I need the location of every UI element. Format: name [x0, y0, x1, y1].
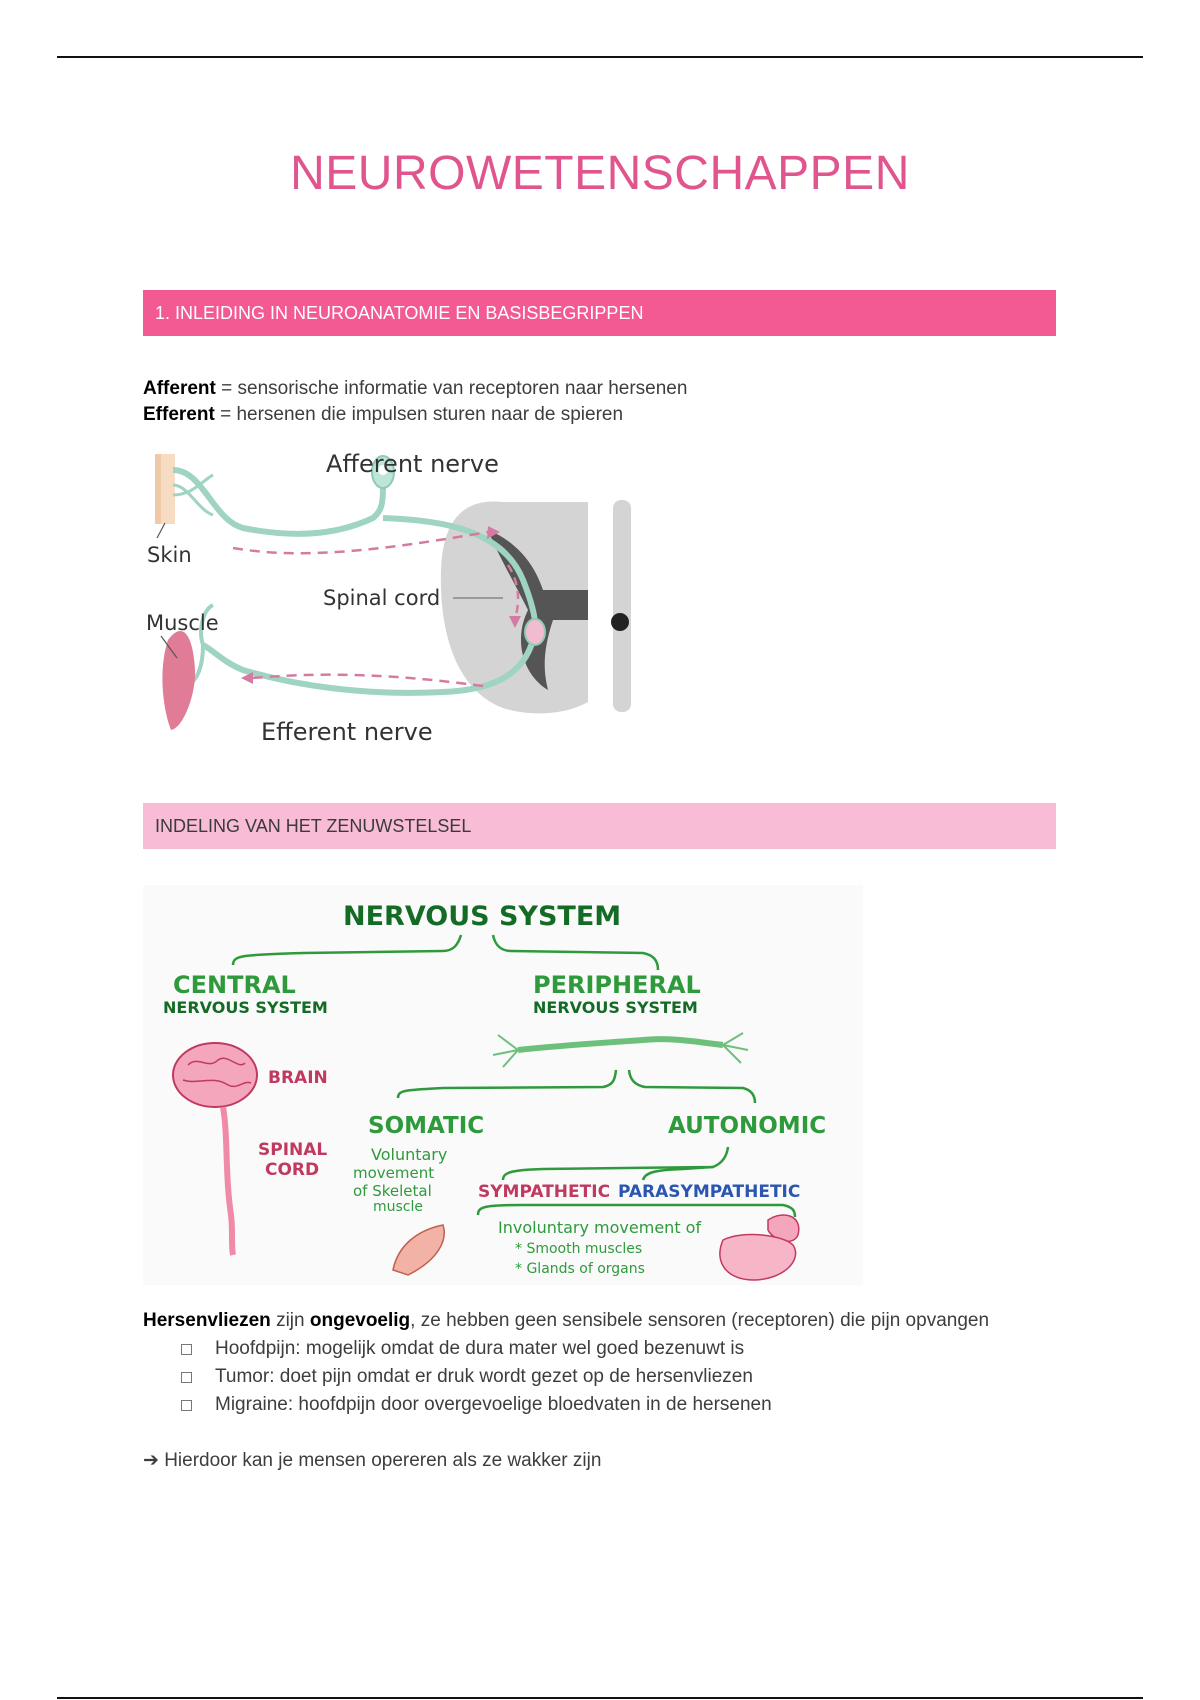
efferent-definition: Efferent = hersenen die impulsen sturen … [143, 404, 623, 426]
afferent-nerve-label: Afferent nerve [326, 450, 499, 478]
peripheral-sub-label: NERVOUS SYSTEM [533, 998, 698, 1017]
p1-rest: , ze hebben geen sensibele sensoren (rec… [410, 1310, 990, 1331]
section-heading-1-text: 1. INLEIDING IN NEUROANATOMIE EN BASISBE… [155, 302, 644, 323]
glands-label: * Glands of organs [515, 1261, 645, 1277]
involuntary-label: Involuntary movement of [498, 1218, 701, 1237]
afferent-term: Afferent [143, 378, 216, 399]
grey-matter [488, 530, 588, 690]
afferent-definition: Afferent = sensorische informatie van re… [143, 378, 687, 400]
motor-neuron [524, 618, 546, 646]
sympathetic-label: SYMPATHETIC [478, 1182, 610, 1202]
skeletal-muscle-illustration [392, 1224, 445, 1276]
page-title: NEUROWETENSCHAPPEN [290, 147, 910, 200]
spinal-cord-label: Spinal cord [323, 586, 440, 610]
central-label: CENTRAL [173, 971, 296, 999]
bullet-box-1 [181, 1344, 192, 1355]
bullet-box-2 [181, 1372, 192, 1383]
afferent-fiber [172, 467, 386, 537]
reflex-arc-diagram: Afferent nerve Skin Spinal cord Muscle E… [146, 450, 631, 746]
efferent-arrow [252, 673, 484, 688]
muscle-shape [162, 631, 196, 730]
top-rule [57, 56, 1143, 58]
top-brace [231, 934, 660, 971]
parasympathetic-label: PARASYMPATHETIC [618, 1182, 800, 1202]
voluntary-label-2: movement [353, 1164, 434, 1182]
intestines-illustration [719, 1233, 797, 1281]
term-ongevoelig: ongevoelig [309, 1310, 411, 1331]
stomach-illustration [767, 1214, 800, 1243]
bullet-3: Migraine: hoofdpijn door overgevoelige b… [215, 1394, 772, 1415]
efferent-text: = hersenen die impulsen sturen naar de s… [214, 404, 624, 425]
voluntary-label-3: of Skeletal [353, 1182, 432, 1200]
p1-mid: zijn [270, 1310, 310, 1331]
afferent-text: = sensorische informatie van receptoren … [215, 378, 688, 399]
term-hersenvliezen: Hersenvliezen [143, 1310, 271, 1331]
voluntary-label-4: muscle [373, 1199, 423, 1215]
section-heading-1: 1. INLEIDING IN NEUROANATOMIE EN BASISBE… [143, 290, 1056, 336]
mid-brace [396, 1069, 757, 1104]
brain-illustration [172, 1042, 258, 1108]
central-sub-label: NERVOUS SYSTEM [163, 998, 328, 1017]
nervous-system-label: NERVOUS SYSTEM [343, 901, 621, 932]
conclusion-line: ➔ Hierdoor kan je mensen opereren als ze… [143, 1449, 601, 1472]
spinal-label-1: SPINAL [258, 1140, 327, 1160]
bottom-brace [476, 1203, 797, 1218]
conclusion-text: Hierdoor kan je mensen opereren als ze w… [158, 1450, 602, 1471]
spinal-cord-illustration [220, 1106, 236, 1256]
autonomic-label: AUTONOMIC [668, 1113, 826, 1139]
bullet-2: Tumor: doet pijn omdat er druk wordt gez… [215, 1366, 753, 1387]
somatic-label: SOMATIC [368, 1113, 484, 1139]
arrow-icon: ➔ [143, 1450, 159, 1471]
bullet-box-3 [181, 1400, 192, 1411]
skin-label: Skin [147, 543, 192, 567]
section-heading-2: INDELING VAN HET ZENUWSTELSEL [143, 803, 1056, 849]
bullet-1: Hoofdpijn: mogelijk omdat de dura mater … [215, 1338, 745, 1359]
bottom-rule [57, 1697, 1143, 1699]
neuron-illustration [517, 1036, 724, 1053]
brain-label: BRAIN [268, 1068, 328, 1088]
peripheral-label: PERIPHERAL [533, 971, 701, 999]
section-heading-2-text: INDELING VAN HET ZENUWSTELSEL [155, 815, 472, 836]
efferent-term: Efferent [143, 404, 215, 425]
efferent-fiber [201, 639, 536, 696]
smooth-muscles-label: * Smooth muscles [515, 1241, 642, 1257]
efferent-nerve-label: Efferent nerve [261, 718, 433, 746]
voluntary-label-1: Voluntary [371, 1145, 447, 1164]
spinal-label-2: CORD [265, 1160, 319, 1180]
meninges-paragraph: Hersenvliezen zijn ongevoelig, ze hebben… [143, 1310, 989, 1332]
muscle-label: Muscle [146, 611, 219, 635]
nervous-system-diagram: NERVOUS SYSTEM CENTRAL NERVOUS SYSTEM PE… [143, 885, 863, 1285]
central-canal [611, 613, 629, 631]
spinal-cord-section [440, 501, 588, 714]
